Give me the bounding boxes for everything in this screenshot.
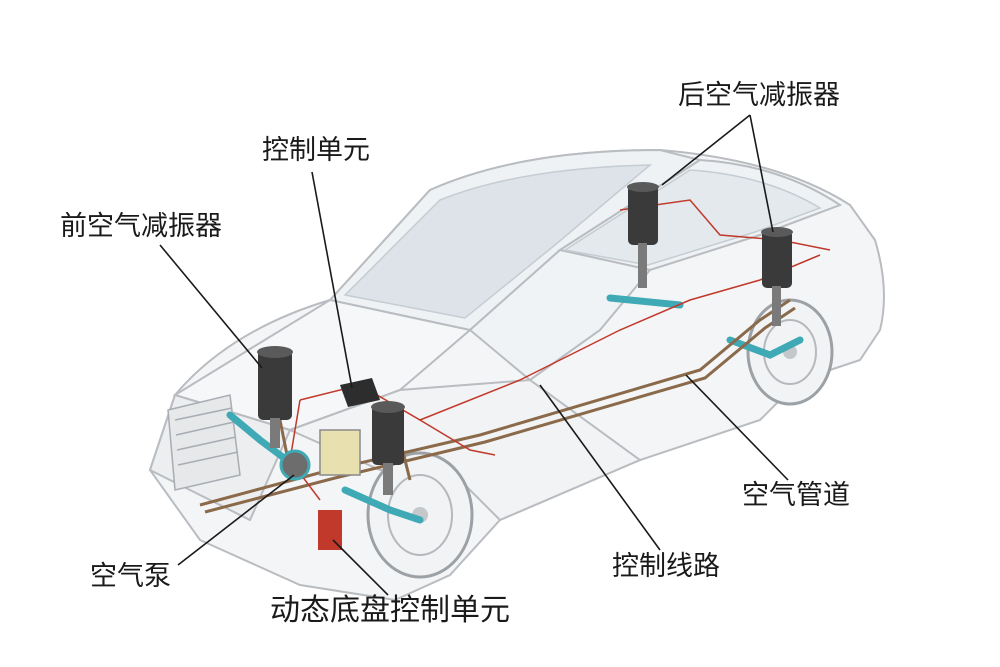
label-air-pipe: 空气管道 (742, 480, 850, 511)
label-dynamic-chassis-control-unit: 动态底盘控制单元 (270, 593, 510, 628)
control-unit-box (340, 378, 380, 407)
rear-shock-absorber (627, 182, 659, 288)
leader-lines (159, 114, 789, 596)
label-control-unit: 控制单元 (262, 135, 370, 166)
label-front-air-shock: 前空气减振器 (60, 211, 222, 242)
front-wheel (366, 451, 474, 579)
air-pump-unit (279, 429, 361, 481)
front-grille (167, 394, 241, 491)
rear-shock-absorber-2 (761, 227, 793, 326)
dynamic-chassis-unit (318, 510, 342, 550)
front-shock-absorber (257, 346, 293, 448)
front-shock-absorber-2 (371, 401, 405, 495)
label-control-wiring: 控制线路 (612, 551, 720, 582)
label-air-pump: 空气泵 (90, 561, 171, 592)
label-rear-air-shock: 后空气减振器 (678, 80, 840, 111)
